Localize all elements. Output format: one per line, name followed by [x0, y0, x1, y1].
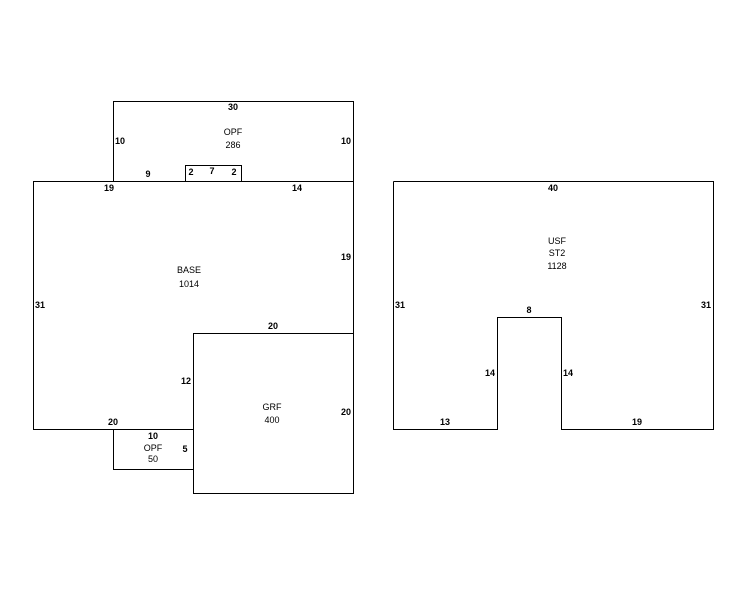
- grf-area-value: 400: [264, 415, 279, 425]
- usf-area-value: 1128: [547, 261, 566, 271]
- dim-label: 8: [526, 305, 531, 315]
- dim-label: 19: [104, 183, 114, 193]
- grf-outline: [193, 333, 354, 494]
- dim-label: 12: [181, 376, 191, 386]
- dim-label: 7: [209, 166, 214, 176]
- dim-label: 10: [115, 136, 125, 146]
- dim-label: 40: [548, 183, 558, 193]
- dim-label: 20: [268, 321, 278, 331]
- base-code: BASE: [177, 265, 201, 275]
- dim-label: 10: [148, 431, 158, 441]
- usf-area: USF ST2 1128 40 31 31 13 19 14 8 14: [393, 181, 714, 430]
- opf-top-area-value: 286: [225, 140, 240, 150]
- dim-label: 19: [341, 252, 351, 262]
- dim-label: 31: [701, 300, 711, 310]
- usf-outline: [393, 181, 714, 430]
- usf-subcode: ST2: [549, 248, 566, 258]
- dim-label: 2: [188, 167, 193, 177]
- opf-bottom-code: OPF: [144, 443, 163, 453]
- dim-label: 13: [440, 417, 450, 427]
- opf-bottom-area-value: 50: [148, 454, 158, 464]
- dim-label: 30: [228, 102, 238, 112]
- dim-label: 5: [182, 444, 187, 454]
- dim-label: 14: [563, 368, 573, 378]
- dim-label: 31: [395, 300, 405, 310]
- dim-label: 14: [292, 183, 302, 193]
- opf-top-area: OPF 286 30 10 10 9 2 7 2: [113, 101, 354, 182]
- opf-bottom-outline: [113, 429, 194, 470]
- dim-label: 31: [35, 300, 45, 310]
- dim-label: 14: [485, 368, 495, 378]
- dim-label: 9: [145, 169, 150, 179]
- opf-top-code: OPF: [224, 127, 243, 137]
- dim-label: 19: [632, 417, 642, 427]
- grf-code: GRF: [263, 402, 283, 412]
- dim-label: 2: [231, 167, 236, 177]
- dim-label: 20: [108, 417, 118, 427]
- opf-bottom-area: 10 OPF 50 5: [113, 429, 194, 470]
- dim-label: 20: [341, 407, 351, 417]
- usf-code: USF: [548, 236, 567, 246]
- base-area-value: 1014: [179, 279, 199, 289]
- grf-area: GRF 400 20 20: [193, 321, 354, 494]
- dim-label: 10: [341, 136, 351, 146]
